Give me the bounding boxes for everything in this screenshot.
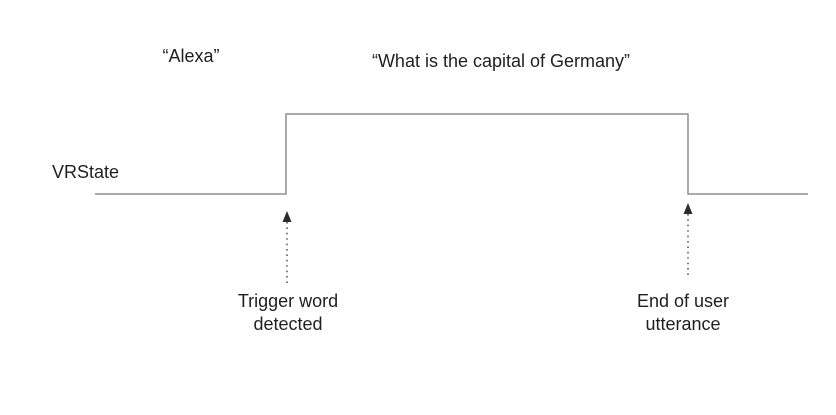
- trigger-word-speech-label: “Alexa”: [162, 46, 220, 66]
- trigger-annotation-line1: Trigger word: [237, 291, 339, 311]
- trigger-annotation-line2: detected: [253, 314, 323, 334]
- end-annotation-line1: End of user: [636, 291, 730, 311]
- trigger-arrowhead-icon: [282, 211, 292, 222]
- signal-name-label: VRState: [52, 162, 120, 182]
- end-annotation-line2: utterance: [645, 314, 721, 334]
- end-arrowhead-icon: [683, 203, 693, 214]
- end-utterance-arrow: [683, 203, 693, 275]
- trigger-detected-annotation: Trigger word detected: [188, 290, 388, 336]
- end-of-utterance-annotation: End of user utterance: [583, 290, 783, 336]
- vrstate-waveform: [95, 113, 808, 195]
- trigger-detected-arrow: [282, 211, 292, 283]
- utterance-speech-label: “What is the capital of Germany”: [371, 51, 631, 71]
